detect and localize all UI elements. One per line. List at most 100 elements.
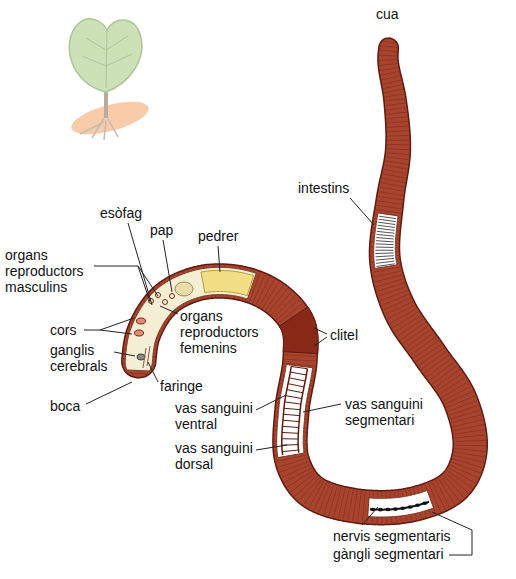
segmental-vessel <box>289 378 305 381</box>
body-segments <box>123 41 486 523</box>
intestine-fold <box>377 264 395 267</box>
reproductive-organ <box>170 294 175 299</box>
segment-ring <box>382 41 396 43</box>
segmental-vessel <box>283 414 299 415</box>
segment-ring <box>384 165 407 169</box>
part-label: cua <box>376 6 399 22</box>
segment-ring <box>413 340 439 358</box>
leaf-icon <box>68 19 152 141</box>
part-label: vas sanguini segmentari <box>345 396 440 428</box>
intestine-fold <box>376 241 394 242</box>
segmental-ganglion <box>400 506 405 510</box>
segmental-vessel <box>288 384 304 387</box>
segmental-ganglion <box>408 505 413 509</box>
segment-ring <box>451 462 480 473</box>
segment-ring <box>403 326 428 344</box>
segment-ring <box>455 440 486 442</box>
segment-ring <box>452 459 482 468</box>
intestine-fold <box>379 216 396 218</box>
part-label: faringe <box>160 378 203 394</box>
segmental-ganglion <box>393 507 398 511</box>
segment-ring <box>387 121 408 123</box>
nerve-cutaway <box>368 490 434 517</box>
segmental-vessel <box>287 390 303 393</box>
crop <box>175 282 193 296</box>
segment-ring <box>383 169 406 174</box>
segment-ring <box>378 196 403 199</box>
segment-ring <box>418 348 444 366</box>
part-label: gàngli segmentari <box>333 546 444 562</box>
segment-ring <box>380 182 404 187</box>
segment-ring <box>382 174 406 179</box>
segment-ring <box>387 135 409 137</box>
intestine-fold <box>376 250 394 251</box>
segment-ring <box>378 286 406 296</box>
segment-ring <box>424 355 449 374</box>
intestine-fold <box>376 243 394 245</box>
segment-ring <box>387 126 409 127</box>
segment-ring <box>384 89 404 93</box>
segment-ring <box>454 435 485 438</box>
part-label: vas sanguini dorsal <box>175 440 270 472</box>
segmental-vessel <box>286 396 302 399</box>
segment-ring <box>384 94 404 97</box>
segmental-vessel <box>290 372 306 375</box>
part-label: nervis segmentaris <box>333 528 451 544</box>
intestine-fold <box>376 238 394 239</box>
segment-ring <box>379 187 403 191</box>
segment-ring <box>379 59 398 61</box>
segment-ring <box>427 358 452 377</box>
part-label: pap <box>150 222 173 238</box>
intestine-fold <box>379 219 396 221</box>
segment-ring <box>385 161 408 165</box>
cerebral-ganglion <box>137 354 145 360</box>
segment-ring <box>358 491 362 522</box>
segment-ring <box>429 362 454 381</box>
part-label: cors <box>50 322 76 338</box>
segmental-vessel <box>285 402 301 404</box>
segment-ring <box>381 76 400 80</box>
segmental-ganglion <box>422 501 427 505</box>
part-label: boca <box>50 398 80 414</box>
segment-ring <box>387 149 410 150</box>
intestine-fold <box>376 252 394 254</box>
segment-ring <box>406 329 431 348</box>
segment-ring <box>435 369 460 387</box>
segment-ring <box>381 178 405 183</box>
segment-ring <box>274 295 296 317</box>
segment-ring <box>376 205 401 209</box>
segmental-vessel <box>282 450 298 452</box>
segment-ring <box>284 359 315 361</box>
segment-ring <box>387 144 410 145</box>
ventral-vessel <box>282 367 291 456</box>
segment-ring <box>455 445 486 447</box>
segment-ring <box>448 401 477 412</box>
intestine-fold <box>376 258 394 260</box>
segment-ring <box>400 322 425 340</box>
leader-lines <box>84 198 472 555</box>
segment-ring <box>380 46 398 48</box>
part-label: esòfag <box>100 205 142 221</box>
segment-ring <box>324 485 334 515</box>
segment-ring <box>416 344 442 362</box>
segmental-vessel <box>284 408 300 409</box>
segment-ring <box>373 271 401 277</box>
segmental-vessel <box>291 367 307 369</box>
heart <box>135 330 144 336</box>
segment-ring <box>386 153 409 155</box>
segment-ring <box>382 80 401 84</box>
segment-ring <box>452 420 482 427</box>
segment-ring <box>379 55 397 57</box>
segment-ring <box>377 201 402 204</box>
segment-ring <box>421 351 446 369</box>
segment-ring <box>353 490 358 521</box>
segment-ring <box>386 108 407 110</box>
segment-ring <box>379 50 397 52</box>
segmental-vessel <box>282 438 298 439</box>
gizzard <box>201 270 254 295</box>
worm-body <box>122 38 487 525</box>
segment-ring <box>379 192 404 196</box>
segment-ring <box>380 72 399 76</box>
segment-ring <box>128 373 149 375</box>
